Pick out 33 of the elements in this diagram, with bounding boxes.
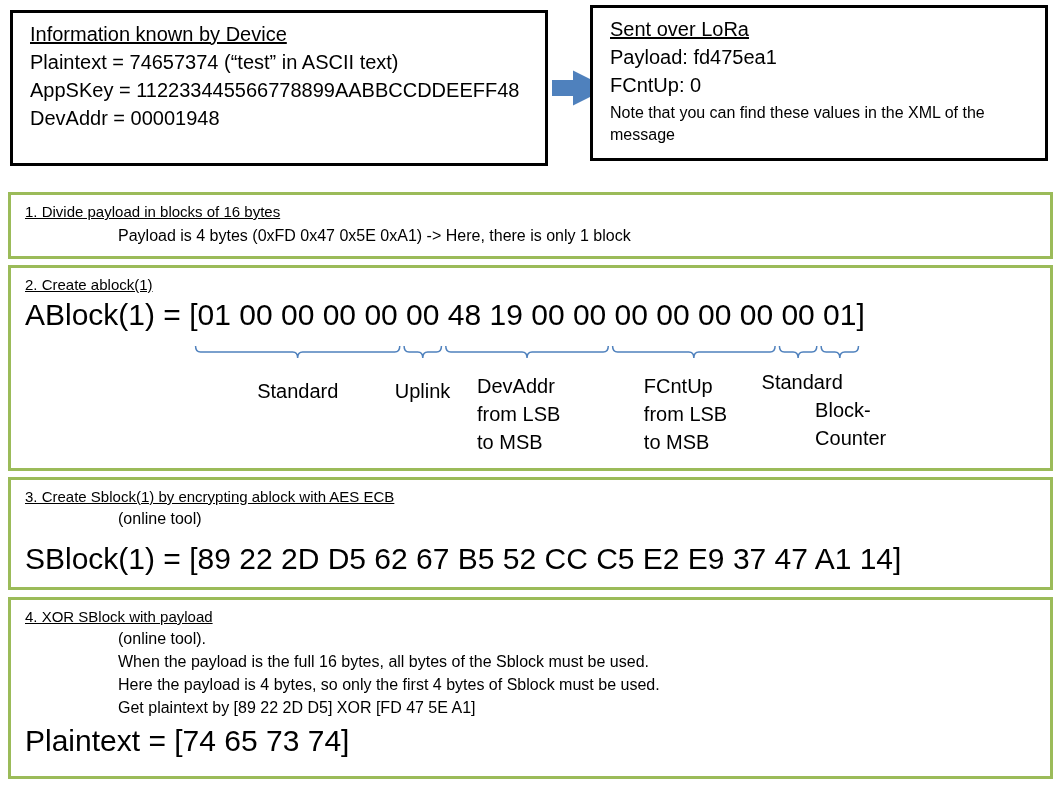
step-heading: 3. Create Sblock(1) by encrypting ablock with AES ECB [25, 488, 395, 505]
bracket-label: Standard [761, 371, 843, 394]
bracket-label: FCntUp from LSB to MSB [643, 374, 729, 455]
formula-text: Plaintext = [74 65 73 74] [25, 724, 350, 758]
body-text: Plaintext = 74657374 (“test” in ASCII text) [30, 51, 399, 74]
bracket-label: Standard [257, 380, 339, 403]
note-text: Note that you can find these values in the XML of the message [610, 103, 986, 145]
bracket-label: DevAddr from LSB to MSB [477, 374, 562, 455]
step-panel [8, 265, 1053, 471]
body-text: Payload is 4 bytes (0xFD 0x47 0x5E 0xA1) -> Here, there is only 1 block [118, 227, 631, 245]
box-heading: Information known by Device [30, 23, 287, 46]
bracket-label: Uplink [394, 380, 451, 403]
step-heading: 1. Divide payload in blocks of 16 bytes [25, 203, 281, 220]
step-panel [8, 192, 1053, 259]
body-text: (online tool) [118, 510, 202, 528]
step-panel [8, 597, 1053, 779]
info-box [10, 10, 548, 166]
body-text: When the payload is the full 16 bytes, all bytes of the Sblock must be used. [118, 653, 649, 671]
body-text: (online tool). [118, 630, 207, 648]
body-text: Get plaintext by [89 22 2D D5] XOR [FD 47 5E A1] [118, 699, 476, 717]
step-heading: 2. Create ablock(1) [25, 276, 153, 293]
step-panel [8, 477, 1053, 590]
formula-text: SBlock(1) = [89 22 2D D5 62 67 B5 52 CC C5 E2 E9 37 47 A1 14] [25, 542, 902, 576]
body-text: AppSKey = 112233445566778899AABBCCDDEEFF48 [30, 79, 520, 102]
info-box [590, 5, 1048, 161]
body-text: FCntUp: 0 [610, 74, 702, 97]
step-heading: 4. XOR SBlock with payload [25, 608, 213, 625]
box-heading: Sent over LoRa [610, 18, 749, 41]
body-text: DevAddr = 00001948 [30, 107, 220, 130]
body-text: Payload: fd475ea1 [610, 46, 777, 69]
body-text: Here the payload is 4 bytes, so only the first 4 bytes of Sblock must be used. [118, 676, 660, 694]
bracket-label: Block-Counter [815, 398, 888, 451]
formula-text: ABlock(1) = [01 00 00 00 00 00 48 19 00 00 00 00 00 00 00 01] [25, 298, 865, 332]
